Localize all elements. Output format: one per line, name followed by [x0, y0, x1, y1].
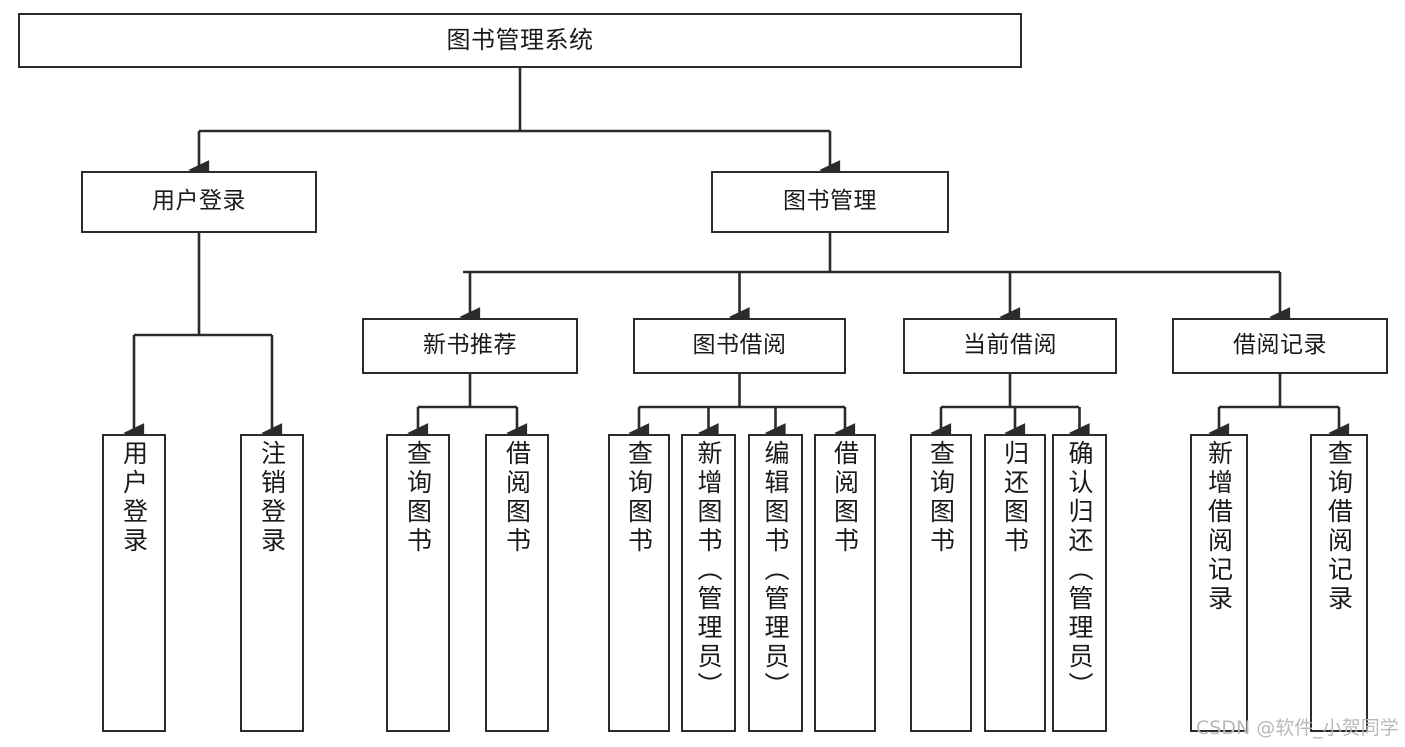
- node-records[interactable]: 借阅记录: [1172, 318, 1388, 374]
- node-label: 当前借阅: [963, 332, 1057, 359]
- node-label: 借阅图书: [830, 440, 860, 556]
- node-label: 新书推荐: [423, 332, 517, 359]
- node-leaf-10[interactable]: 归还图书: [984, 434, 1046, 732]
- node-leaf-3[interactable]: 查询图书: [386, 434, 450, 732]
- node-label: 注销登录: [257, 440, 287, 556]
- node-leaf-5[interactable]: 查询图书: [608, 434, 670, 732]
- node-leaf-1[interactable]: 用户登录: [102, 434, 166, 732]
- node-leaf-12[interactable]: 新增借阅记录: [1190, 434, 1248, 732]
- node-current[interactable]: 当前借阅: [903, 318, 1117, 374]
- node-label: 归还图书: [1000, 440, 1030, 556]
- node-leaf-9[interactable]: 查询图书: [910, 434, 972, 732]
- node-leaf-4[interactable]: 借阅图书: [485, 434, 549, 732]
- node-label: 查询图书: [926, 440, 956, 556]
- node-label: 新增借阅记录: [1204, 440, 1234, 614]
- node-root[interactable]: 图书管理系统: [18, 13, 1022, 68]
- node-leaf-8[interactable]: 借阅图书: [814, 434, 876, 732]
- node-label: 查询借阅记录: [1324, 440, 1354, 614]
- node-leaf-2[interactable]: 注销登录: [240, 434, 304, 732]
- node-label: 编辑图书（管理员）: [761, 440, 790, 701]
- node-label: 图书借阅: [692, 332, 787, 359]
- csdn-watermark: CSDN @软件_小贺同学: [1196, 717, 1399, 739]
- node-label: 新增图书（管理员）: [694, 440, 723, 701]
- node-login[interactable]: 用户登录: [81, 171, 317, 233]
- node-leaf-6[interactable]: 新增图书（管理员）: [681, 434, 736, 732]
- node-bookmgmt[interactable]: 图书管理: [711, 171, 949, 233]
- node-label: 查询图书: [624, 440, 654, 556]
- node-label: 查询图书: [403, 440, 433, 556]
- node-label: 借阅记录: [1233, 332, 1327, 359]
- node-borrow[interactable]: 图书借阅: [633, 318, 846, 374]
- node-leaf-11[interactable]: 确认归还（管理员）: [1052, 434, 1107, 732]
- node-label: 图书管理: [783, 188, 877, 215]
- node-label: 图书管理系统: [446, 26, 594, 55]
- node-label: 借阅图书: [502, 440, 532, 556]
- node-recommend[interactable]: 新书推荐: [362, 318, 578, 374]
- node-label: 用户登录: [119, 440, 149, 556]
- node-leaf-7[interactable]: 编辑图书（管理员）: [748, 434, 803, 732]
- node-label: 用户登录: [152, 188, 246, 215]
- node-label: 确认归还（管理员）: [1065, 440, 1094, 701]
- node-leaf-13[interactable]: 查询借阅记录: [1310, 434, 1368, 732]
